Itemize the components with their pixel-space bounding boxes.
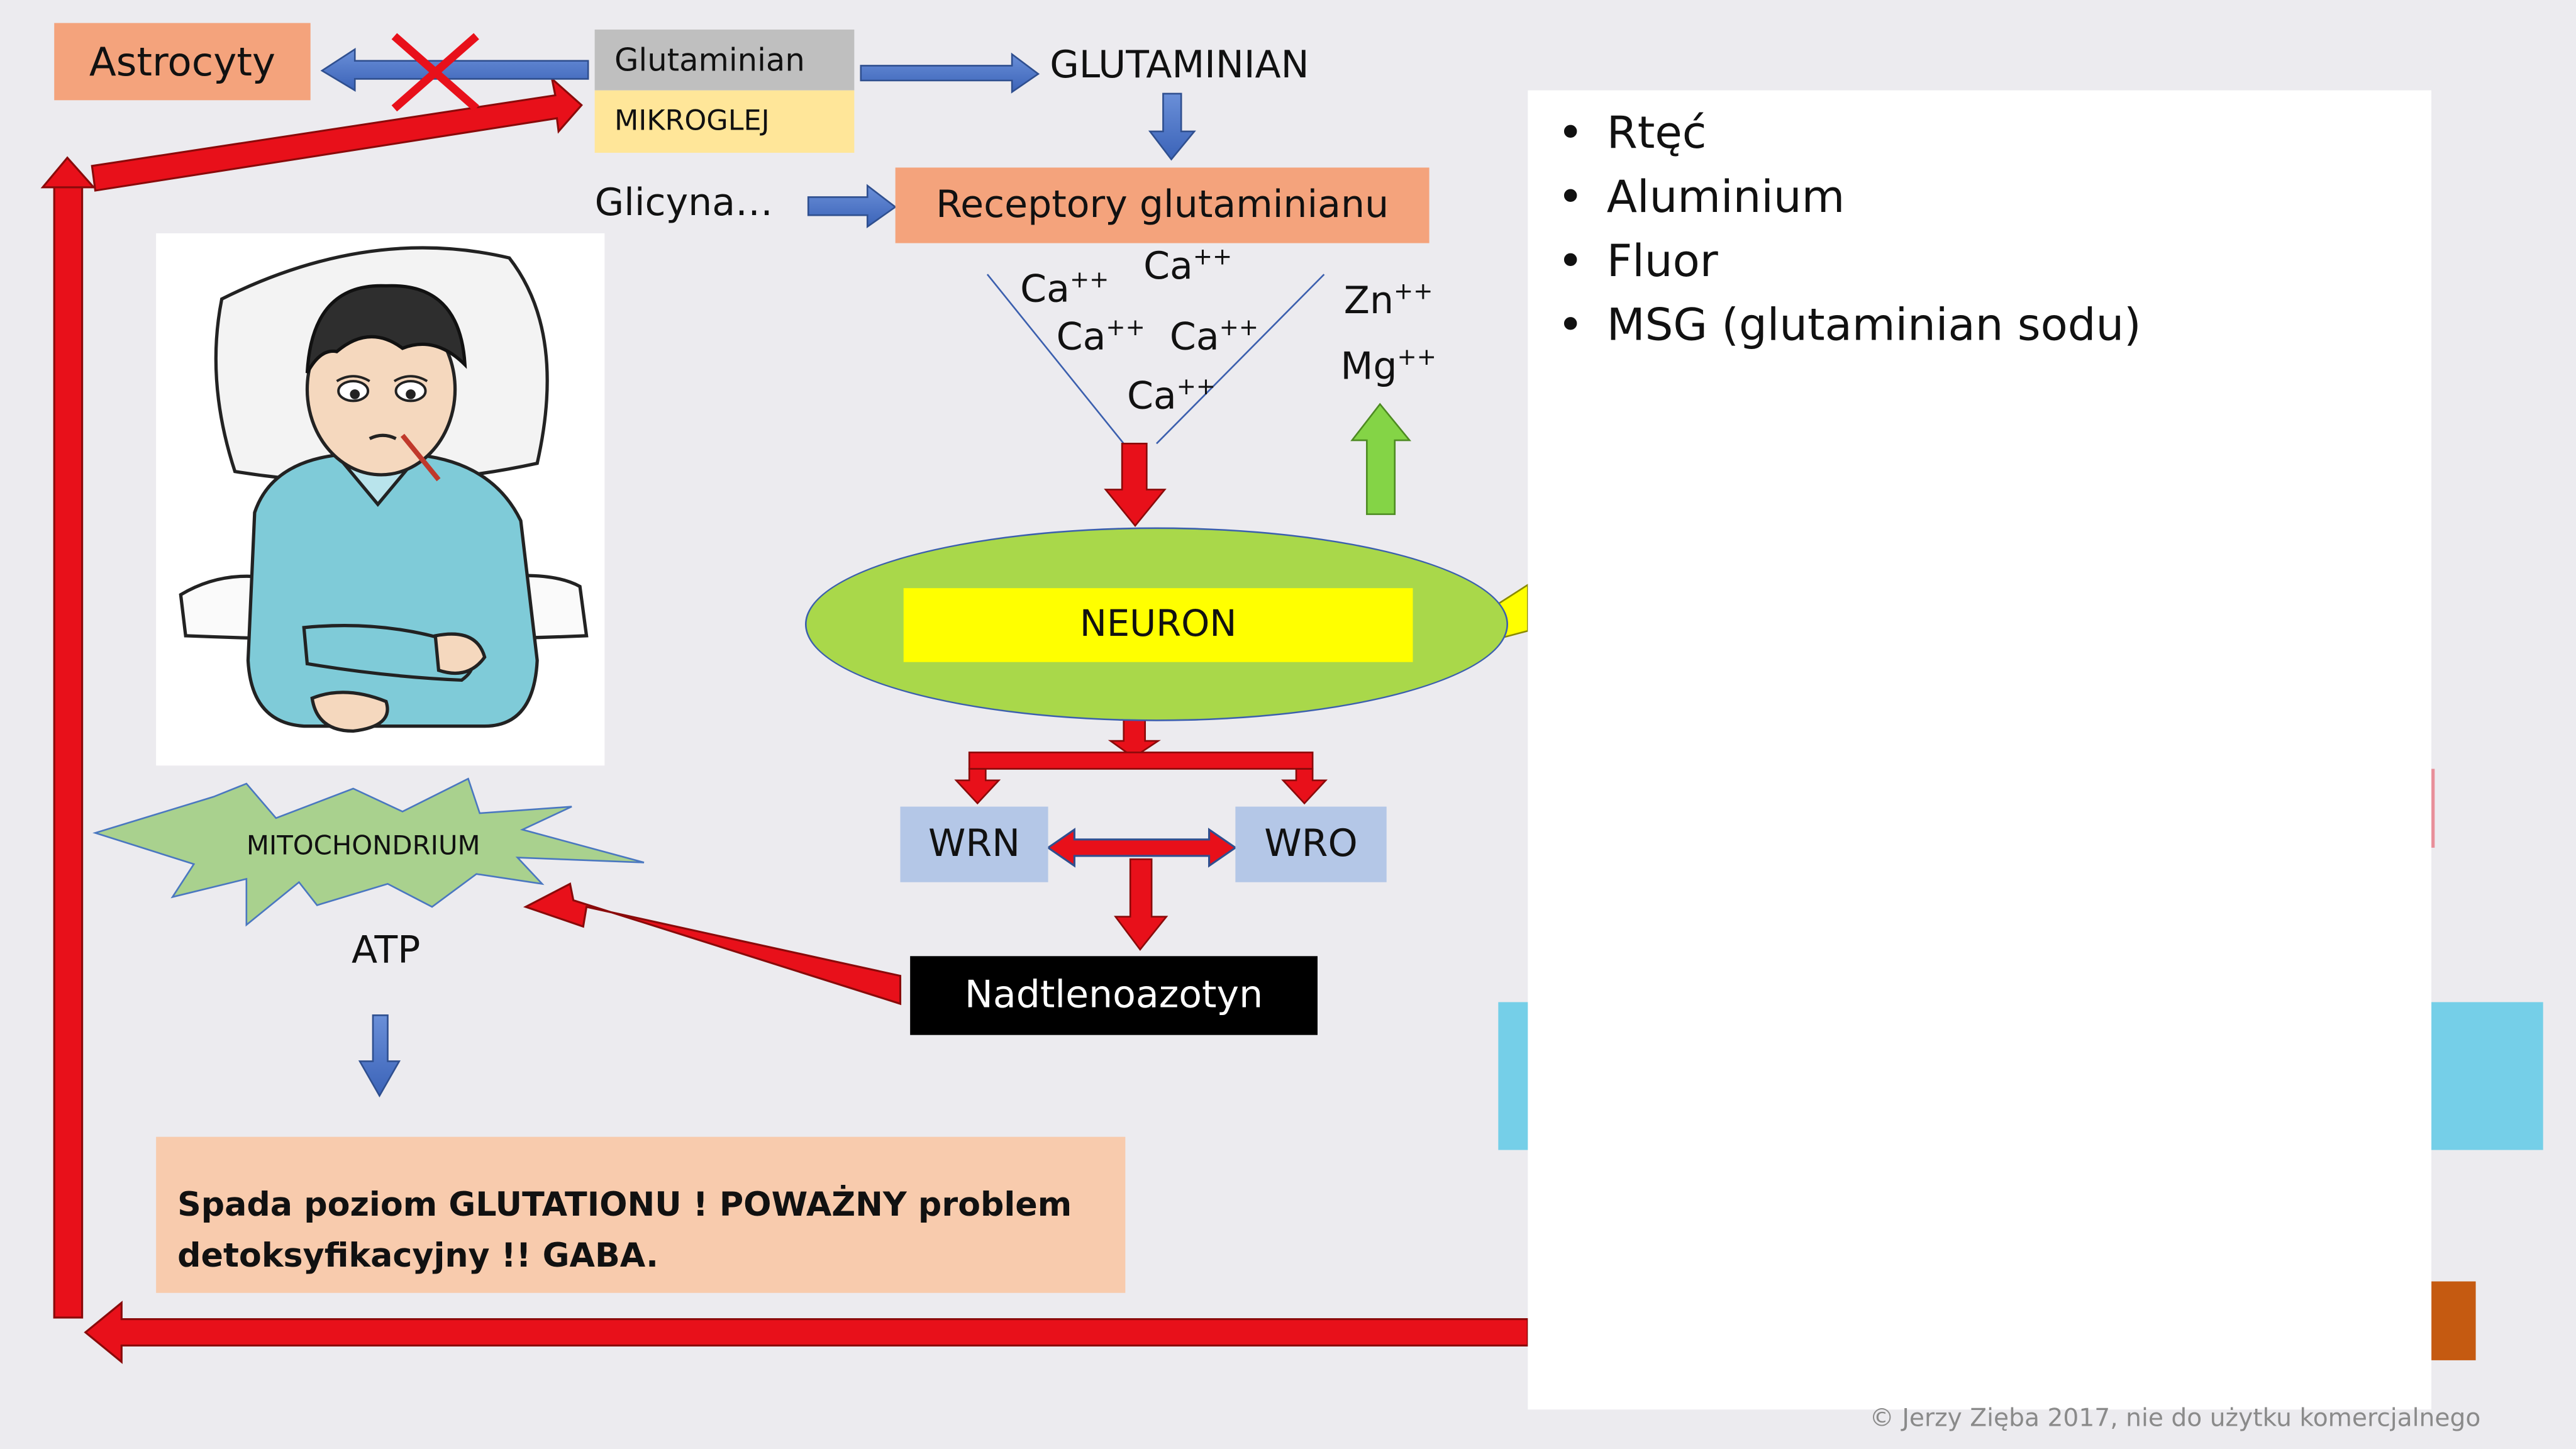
branch-arrow-wro [1281, 768, 1328, 805]
bg-fragment-orange [2431, 1281, 2476, 1360]
feedback-loop-left-arrowhead [40, 156, 96, 189]
arrow-down-to-receptory [1148, 92, 1196, 161]
ion-mg: Mg++ [1340, 345, 1436, 389]
mitochondrium-star [92, 777, 645, 927]
wrn-box: WRN [900, 806, 1048, 882]
patient-illustration [156, 233, 605, 766]
branch-horizontal-bar [968, 752, 1314, 770]
ion-ca-5: Ca++ [1126, 374, 1216, 419]
wrn-label: WRN [928, 823, 1021, 866]
ion-zn: Zn++ [1343, 279, 1433, 323]
glutaminian-small-label: Glutaminian [614, 42, 805, 79]
ion-ca-1: Ca++ [1020, 267, 1109, 312]
warning-box: Spada poziom GLUTATIONU ! POWAŻNY proble… [156, 1136, 1126, 1293]
list-item: •Fluor [1557, 236, 1718, 288]
cross-mark-line-2 [391, 33, 479, 112]
arrow-glicyna-to-receptory [807, 184, 897, 229]
receptory-box: Receptory glutaminianu [895, 167, 1430, 243]
glutaminian-title: GLUTAMINIAN [1050, 44, 1309, 87]
feedback-loop-top-arrow [91, 76, 583, 192]
arrow-out-of-neuron [1350, 402, 1412, 515]
glicyna-label: Glicyna… [594, 182, 774, 225]
list-item: •Rtęć [1557, 108, 1707, 160]
mikroglej-label: MIKROGLEJ [614, 105, 770, 138]
list-item: •MSG (glutaminian sodu) [1557, 301, 2141, 352]
warning-line-2: detoksyfikacyjny !! GABA. [177, 1235, 659, 1275]
arrow-to-glutaminian [860, 52, 1040, 94]
substances-list: •Rtęć •Aluminium •Fluor •MSG (glutaminia… [1557, 102, 2141, 358]
mikroglej-box: MIKROGLEJ [594, 90, 855, 153]
feedback-loop-bottom-arrow [84, 1301, 1529, 1364]
blocked-arrow [320, 47, 589, 92]
glutaminian-box: Glutaminian [594, 30, 855, 91]
arrow-to-mitochondrium [523, 882, 902, 1006]
nadtlenoazotyn-box: Nadtlenoazotyn [910, 956, 1318, 1035]
funnel-line-right [1156, 274, 1325, 445]
neuron-label: NEURON [1079, 604, 1237, 646]
wro-label: WRO [1264, 823, 1358, 866]
copyright-footer: © Jerzy Zięba 2017, nie do użytku komerc… [1869, 1402, 2481, 1433]
mitochondrium-label: MITOCHONDRIUM [246, 830, 480, 861]
arrow-into-neuron [1104, 442, 1167, 527]
substances-panel [1528, 90, 2432, 1410]
astrocyty-label: Astrocyty [89, 38, 276, 85]
branch-arrow-wrn [954, 768, 1001, 805]
ion-ca-2: Ca++ [1143, 245, 1233, 289]
atp-label: ATP [352, 930, 421, 973]
receptory-label: Receptory glutaminianu [936, 184, 1389, 227]
ion-ca-3: Ca++ [1056, 315, 1145, 360]
sick-man-image [179, 246, 589, 733]
nadtlenoazotyn-label: Nadtlenoazotyn [964, 974, 1263, 1017]
astrocyty-box: Astrocyty [54, 23, 311, 101]
wro-box: WRO [1235, 806, 1387, 882]
neuron-label-box: NEURON [903, 588, 1413, 662]
feedback-loop-left-bar [53, 182, 84, 1319]
branch-stem-arrow [1108, 717, 1161, 758]
warning-line-1: Spada poziom GLUTATIONU ! POWAŻNY proble… [177, 1184, 1072, 1224]
list-item: •Aluminium [1557, 172, 1845, 224]
atp-down-arrow [358, 1014, 401, 1097]
funnel-line-left [986, 274, 1124, 445]
ion-ca-4: Ca++ [1169, 315, 1259, 360]
arrow-to-nadtlenoazotyn [1114, 858, 1169, 951]
